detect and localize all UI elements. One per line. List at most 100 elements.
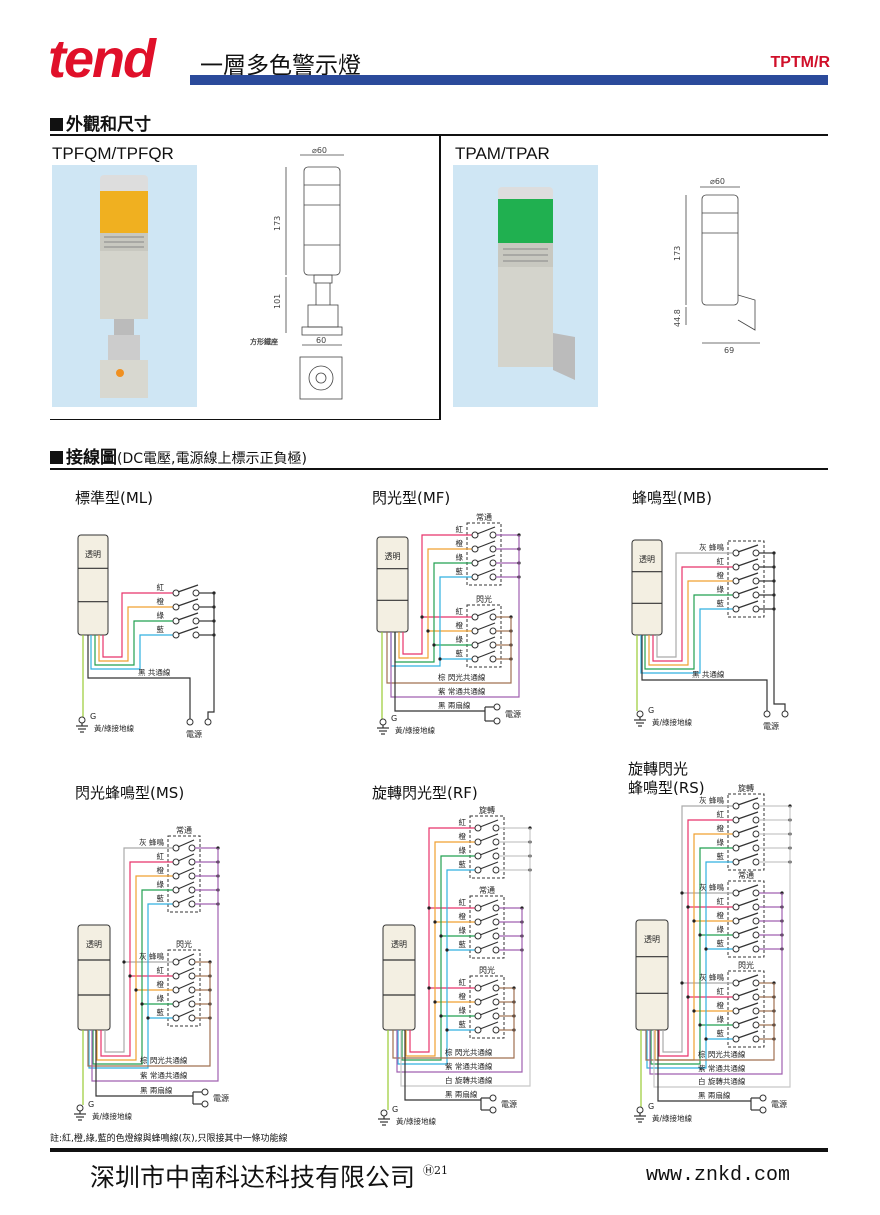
bus-label: 棕 閃光共通線	[140, 1055, 188, 1065]
wire-color-label: 綠	[157, 879, 165, 889]
common-wire	[95, 1030, 193, 1097]
wiring-note: 註:紅,橙,綠,藍的色燈線與蜂鳴線(灰),只限接其中一條功能線	[50, 1134, 288, 1144]
wire-color-label: 藍	[157, 1007, 165, 1017]
bus-label: 黑 共通線	[692, 669, 725, 679]
lamp-wire	[658, 819, 733, 1057]
switch-terminal	[192, 603, 200, 611]
wire-color-label: 綠	[717, 584, 725, 594]
switch-blade	[737, 839, 759, 848]
lamp-wire	[405, 841, 475, 1057]
switch-blade	[479, 819, 499, 828]
wire-color-label: 紅	[459, 977, 467, 987]
output-wire	[773, 553, 786, 711]
ground-label: 黃/綠接地線	[395, 725, 436, 735]
switch-blade	[737, 825, 759, 834]
switch-blade	[479, 861, 499, 870]
wire-color-label: 藍	[459, 1019, 467, 1029]
ground-label: 黃/綠接地線	[652, 717, 693, 727]
switch-blade	[479, 1021, 499, 1030]
switch-terminal	[474, 946, 482, 954]
power-terminal	[493, 717, 501, 725]
section-title: 外觀和尺寸	[66, 115, 151, 135]
switch-terminal	[489, 531, 497, 539]
tower-lamp	[77, 534, 109, 636]
diagram-title: 蜂鳴型(MB)	[632, 489, 712, 507]
power-terminal	[201, 1100, 209, 1108]
switch-terminal	[192, 589, 200, 597]
common-wire	[404, 1030, 481, 1101]
switch-terminal	[474, 998, 482, 1006]
power-terminal	[493, 703, 501, 711]
switch-blade	[479, 913, 499, 922]
switch-terminal	[732, 830, 740, 838]
wire-color-label: 紅	[157, 582, 165, 592]
switch-group-label: 常通	[738, 870, 754, 880]
switch-blade	[177, 981, 195, 990]
switch-terminal	[172, 986, 180, 994]
switch-blade	[737, 558, 759, 567]
junction-dot	[426, 629, 430, 633]
wire-color-label: 綠	[157, 993, 165, 1003]
wire-color-label: 橙	[459, 831, 467, 841]
switch-terminal	[752, 889, 760, 897]
switch-terminal	[732, 993, 740, 1001]
junction-dot	[692, 1009, 696, 1013]
lamp-wire	[662, 805, 733, 1053]
switch-terminal	[752, 830, 760, 838]
power-label: 電源	[771, 1100, 787, 1109]
switch-terminal	[732, 591, 740, 599]
switch-terminal	[732, 903, 740, 911]
switch-terminal	[492, 946, 500, 954]
tower-lamp	[77, 924, 111, 1031]
output-wire	[207, 593, 215, 719]
lamp-label: 透明	[85, 550, 101, 559]
square-bullet-icon	[50, 451, 63, 464]
wire-color-label: 橙	[459, 911, 467, 921]
wire-color-label: 綠	[717, 1014, 725, 1024]
diagram-title: 閃光型(MF)	[372, 489, 450, 507]
junction-dot	[433, 920, 437, 924]
tower-lamp	[376, 536, 409, 633]
switch-group-box	[727, 793, 765, 871]
diagram-title: 旋轉閃光型(RF)	[372, 784, 478, 802]
wire-color-label: 綠	[456, 634, 464, 644]
power-terminal	[489, 1094, 497, 1102]
common-wire	[392, 988, 515, 1059]
switch-terminal	[732, 844, 740, 852]
switch-group-box	[469, 895, 505, 959]
switch-terminal	[732, 945, 740, 953]
switch-terminal	[192, 617, 200, 625]
switch-terminal	[489, 627, 497, 635]
switch-terminal	[752, 993, 760, 1001]
junction-dot	[698, 1023, 702, 1027]
diagram-title: 蜂鳴型(RS)	[628, 779, 705, 797]
switch-terminal	[172, 872, 180, 880]
switch-blade	[737, 586, 759, 595]
common-wire	[649, 893, 783, 1075]
switch-terminal	[492, 824, 500, 832]
wire-color-label: 灰 蜂鳴	[699, 882, 724, 892]
switch-blade	[476, 608, 496, 617]
switch-terminal	[172, 886, 180, 894]
junction-dot	[439, 1014, 443, 1018]
power-terminal	[781, 710, 789, 718]
switch-terminal	[172, 589, 180, 597]
switch-group-box	[727, 880, 765, 958]
switch-blade	[476, 622, 496, 631]
website: www.znkd.com	[645, 1164, 790, 1187]
switch-terminal	[172, 844, 180, 852]
common-wire	[396, 908, 523, 1073]
lamp-wire	[102, 592, 173, 658]
switch-terminal	[732, 802, 740, 810]
switch-terminal	[489, 545, 497, 553]
lamp-wire	[640, 608, 733, 674]
square-bullet-icon	[50, 118, 63, 131]
switch-blade	[479, 1007, 499, 1016]
section-title: 接線圖	[66, 448, 117, 468]
junction-dot	[686, 995, 690, 999]
wire-color-label: 橙	[157, 979, 165, 989]
bus-label: 白 旋轉共通線	[698, 1076, 746, 1086]
switch-terminal	[492, 866, 500, 874]
switch-blade	[479, 993, 499, 1002]
power-terminal	[489, 1106, 497, 1114]
